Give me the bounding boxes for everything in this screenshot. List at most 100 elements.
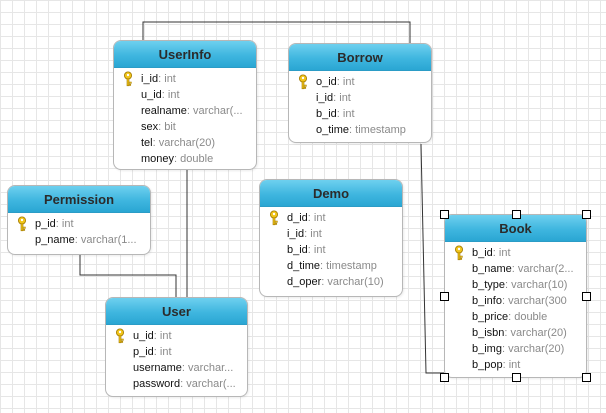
field-name: realname bbox=[141, 105, 187, 117]
field-row[interactable]: b_pop: int bbox=[445, 357, 586, 373]
field-separator: : bbox=[158, 121, 165, 133]
field-name: sex bbox=[141, 121, 159, 133]
field-separator: : bbox=[511, 263, 518, 275]
field-name: u_id bbox=[133, 330, 154, 342]
field-separator: : bbox=[501, 295, 509, 307]
field-separator: : bbox=[186, 105, 193, 117]
resize-handle[interactable] bbox=[582, 210, 591, 219]
field-type: int bbox=[159, 346, 172, 358]
field-row[interactable]: password: varchar(... bbox=[106, 376, 247, 392]
field-row[interactable]: tel: varchar(20) bbox=[114, 135, 256, 151]
field-row[interactable]: o_time: timestamp bbox=[289, 122, 431, 138]
field-separator: : bbox=[321, 276, 328, 288]
field-separator: : bbox=[501, 343, 509, 355]
field-separator: : bbox=[505, 279, 512, 291]
field-separator: : bbox=[153, 330, 160, 342]
key-icon bbox=[114, 328, 126, 344]
field-row[interactable]: b_name: varchar(2... bbox=[445, 261, 586, 277]
field-row[interactable]: i_id: int bbox=[260, 226, 402, 242]
field-separator: : bbox=[504, 327, 511, 339]
field-row[interactable]: b_type: varchar(10) bbox=[445, 277, 586, 293]
field-type: int bbox=[159, 330, 172, 342]
field-name: b_price bbox=[472, 311, 509, 323]
field-row[interactable]: b_id: int bbox=[289, 106, 431, 122]
field-name: p_id bbox=[35, 218, 56, 230]
field-row[interactable]: d_id: int bbox=[260, 210, 402, 226]
field-row[interactable]: o_id: int bbox=[289, 74, 431, 90]
field-row[interactable]: p_id: int bbox=[106, 344, 247, 360]
key-icon bbox=[16, 216, 28, 232]
field-row[interactable]: b_id: int bbox=[260, 242, 402, 258]
resize-handle[interactable] bbox=[582, 292, 591, 301]
field-row[interactable]: p_id: int bbox=[8, 216, 150, 232]
field-row[interactable]: realname: varchar(... bbox=[114, 103, 256, 119]
key-icon bbox=[122, 71, 134, 87]
field-row[interactable]: d_oper: varchar(10) bbox=[260, 274, 402, 290]
field-row[interactable]: p_name: varchar(1... bbox=[8, 232, 150, 248]
entity-title: User bbox=[106, 298, 247, 325]
field-row[interactable]: b_id: int bbox=[445, 245, 586, 261]
field-type: varchar(20) bbox=[510, 327, 567, 339]
field-name: b_isbn bbox=[472, 327, 505, 339]
resize-handle[interactable] bbox=[440, 373, 449, 382]
field-separator: : bbox=[74, 234, 81, 246]
field-separator: : bbox=[307, 212, 314, 224]
relationship-line[interactable] bbox=[142, 21, 411, 43]
field-separator: : bbox=[152, 137, 159, 149]
entity-title: Demo bbox=[260, 180, 402, 207]
field-name: i_id bbox=[316, 92, 334, 104]
resize-handle[interactable] bbox=[440, 210, 449, 219]
field-type: varchar(... bbox=[186, 378, 236, 390]
resize-handle[interactable] bbox=[440, 292, 449, 301]
field-name: tel bbox=[141, 137, 153, 149]
field-row[interactable]: i_id: int bbox=[289, 90, 431, 106]
field-type: int bbox=[313, 244, 326, 256]
field-row[interactable]: username: varchar... bbox=[106, 360, 247, 376]
relationship-line[interactable] bbox=[420, 143, 444, 374]
field-name: b_type bbox=[472, 279, 506, 291]
resize-handle[interactable] bbox=[511, 210, 521, 219]
entity-title: Book bbox=[445, 215, 586, 242]
field-name: password bbox=[133, 378, 181, 390]
field-row[interactable]: b_isbn: varchar(20) bbox=[445, 325, 586, 341]
field-separator: : bbox=[307, 244, 314, 256]
field-name: username bbox=[133, 362, 182, 374]
field-row[interactable]: d_time: timestamp bbox=[260, 258, 402, 274]
field-name: i_id bbox=[287, 228, 305, 240]
field-row[interactable]: u_id: int bbox=[114, 87, 256, 103]
field-separator: : bbox=[336, 108, 343, 120]
resize-handle[interactable] bbox=[582, 373, 591, 382]
field-name: d_id bbox=[287, 212, 308, 224]
field-row[interactable]: b_img: varchar(20) bbox=[445, 341, 586, 357]
field-separator: : bbox=[492, 247, 499, 259]
field-name: i_id bbox=[141, 73, 159, 85]
field-name: p_id bbox=[133, 346, 154, 358]
field-row[interactable]: i_id: int bbox=[114, 71, 256, 87]
field-row[interactable]: b_info: varchar(300 bbox=[445, 293, 586, 309]
field-row[interactable]: b_price: double bbox=[445, 309, 586, 325]
field-separator: : bbox=[55, 218, 62, 230]
field-row[interactable]: sex: bit bbox=[114, 119, 256, 135]
relationship-line[interactable] bbox=[79, 255, 177, 297]
field-separator: : bbox=[180, 378, 187, 390]
entity-title: UserInfo bbox=[114, 41, 256, 68]
field-row[interactable]: money: double bbox=[114, 151, 256, 167]
resize-handle[interactable] bbox=[511, 373, 521, 382]
field-row[interactable]: u_id: int bbox=[106, 328, 247, 344]
field-type: varchar(1... bbox=[80, 234, 137, 246]
field-name: b_id bbox=[472, 247, 493, 259]
key-icon bbox=[268, 210, 280, 226]
field-type: varchar(... bbox=[192, 105, 243, 117]
field-type: bit bbox=[164, 121, 176, 133]
